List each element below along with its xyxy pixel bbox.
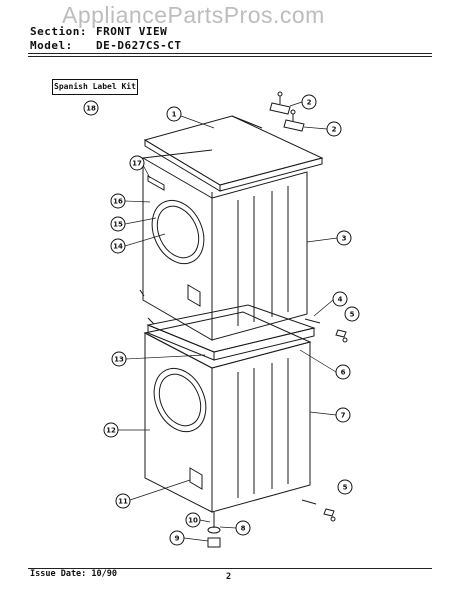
svg-text:9: 9	[175, 535, 180, 543]
svg-text:6: 6	[341, 369, 346, 377]
lower-access-panel	[189, 467, 203, 490]
callout-8: 8	[235, 520, 251, 536]
upper-access-panel	[187, 284, 201, 307]
callout-11: 11	[115, 493, 131, 509]
callout-5-lower: 5	[337, 479, 353, 495]
svg-text:2: 2	[332, 126, 337, 134]
callout-2-upper: 2	[301, 94, 317, 110]
model-label: Model:	[30, 39, 73, 52]
svg-text:5: 5	[343, 484, 348, 492]
issue-date: Issue Date: 10/90	[30, 569, 117, 579]
callout-1: 1	[166, 106, 182, 122]
callout-12: 12	[103, 422, 119, 438]
lower-door-glass	[153, 367, 207, 433]
watermark: AppliancePartsPros.com	[62, 2, 325, 28]
callout-10: 10	[185, 512, 201, 528]
model-line: Model: DE-D627CS-CT	[30, 39, 181, 52]
callout-3: 3	[336, 230, 352, 246]
callout-5-upper: 5	[344, 306, 360, 322]
spanish-label-kit-box: Spanish Label Kit	[52, 79, 138, 95]
svg-text:8: 8	[241, 525, 246, 533]
upper-label-plate	[147, 175, 165, 191]
callout-14: 14	[110, 238, 126, 254]
callout-7: 7	[335, 407, 351, 423]
section-line: Section: FRONT VIEW	[30, 25, 167, 38]
callout-18: 18	[83, 100, 99, 116]
svg-text:17: 17	[132, 160, 142, 168]
leg-foot	[207, 537, 221, 548]
callout-15: 15	[110, 216, 126, 232]
svg-text:12: 12	[106, 427, 116, 435]
section-value: FRONT VIEW	[96, 25, 168, 38]
header-rule-top	[28, 53, 432, 54]
callout-16: 16	[110, 193, 126, 209]
svg-text:16: 16	[113, 198, 123, 206]
svg-text:7: 7	[341, 412, 346, 420]
svg-text:11: 11	[118, 498, 128, 506]
svg-text:2: 2	[307, 99, 312, 107]
model-value: DE-D627CS-CT	[96, 39, 182, 52]
svg-text:1: 1	[172, 111, 177, 119]
upper-door-glass	[151, 199, 205, 265]
callout-13: 13	[111, 351, 127, 367]
clip-upper	[335, 329, 347, 338]
upper-cabinet	[142, 149, 308, 341]
stacking-frame	[146, 304, 316, 361]
svg-text:15: 15	[113, 221, 123, 229]
section-label: Section:	[30, 25, 87, 38]
bracket-lower	[283, 119, 305, 132]
callout-17: 17	[129, 155, 145, 171]
svg-text:18: 18	[86, 105, 96, 113]
svg-text:5: 5	[350, 311, 355, 319]
footer-rule	[28, 568, 432, 569]
svg-text:13: 13	[114, 356, 124, 364]
bracket-upper	[269, 102, 291, 115]
page-number: 2	[226, 572, 232, 582]
svg-text:10: 10	[188, 517, 198, 525]
callout-2-lower: 2	[326, 121, 342, 137]
callout-4: 4	[332, 291, 348, 307]
callout-6: 6	[335, 364, 351, 380]
clip-lower	[323, 508, 335, 517]
header-rule-bottom	[28, 56, 432, 57]
svg-text:14: 14	[113, 243, 123, 251]
callout-9: 9	[169, 530, 185, 546]
svg-text:3: 3	[342, 235, 347, 243]
svg-text:4: 4	[338, 296, 343, 304]
top-panel	[143, 115, 324, 192]
